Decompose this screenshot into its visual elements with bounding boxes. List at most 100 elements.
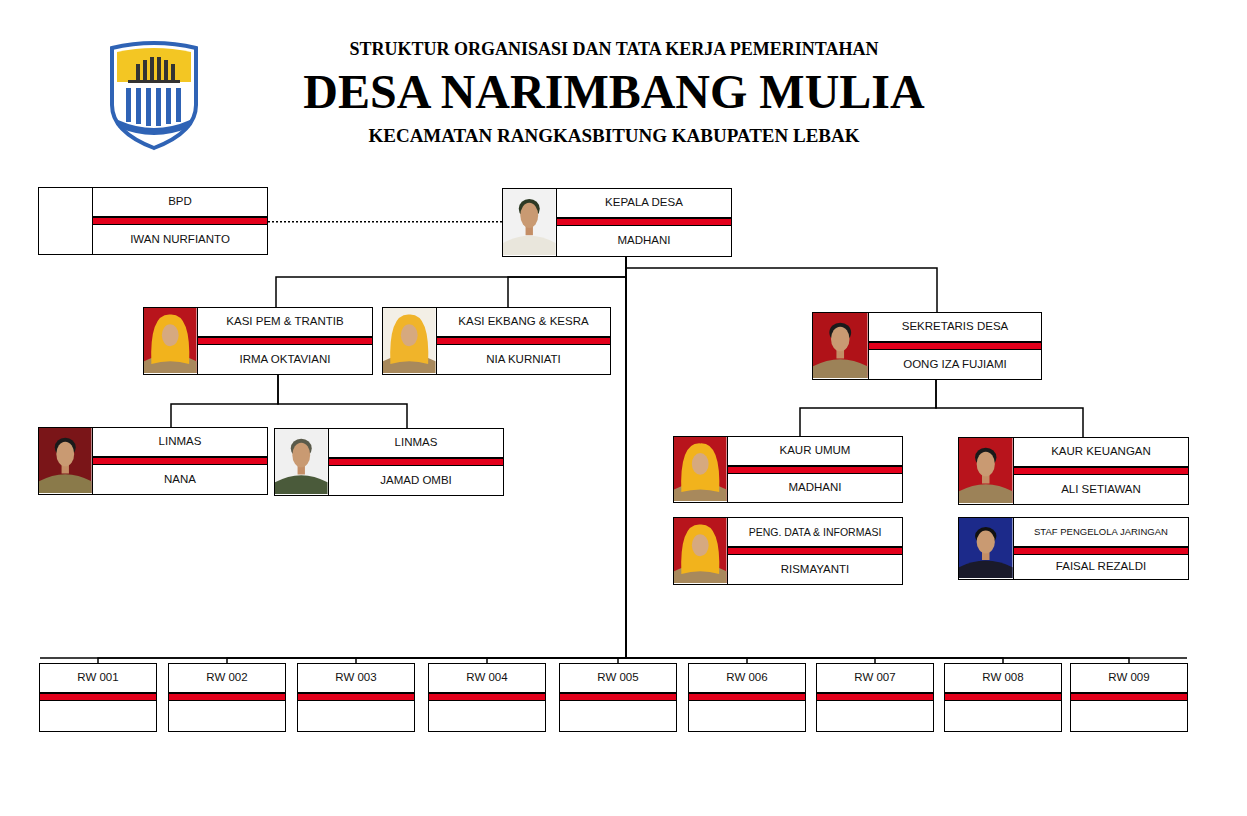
color-band [560, 692, 676, 701]
rw-box: RW 004 [428, 663, 546, 732]
position-box: KASI EKBANG & KESRA NIA KURNIATI [382, 307, 611, 375]
title-cell: BPD [93, 188, 267, 216]
person-name: NIA KURNIATI [486, 353, 561, 366]
photo-frame [275, 429, 329, 495]
position-title: PENG. DATA & INFORMASI [749, 526, 882, 538]
color-band [93, 216, 267, 225]
rw-box: RW 001 [39, 663, 157, 732]
text-column: KASI EKBANG & KESRA NIA KURNIATI [437, 308, 610, 374]
name-cell: RISMAYANTI [728, 555, 902, 584]
text-column: RW 006 [689, 664, 805, 731]
photo-frame [503, 189, 557, 256]
position-box: KAUR UMUM MADHANI [673, 436, 903, 503]
color-band [728, 465, 902, 474]
rw-box: RW 003 [297, 663, 415, 732]
color-band [429, 692, 545, 701]
rw-label: RW 006 [726, 671, 767, 684]
position-box: SEKRETARIS DESAOONG IZA FUJIAMI [812, 312, 1042, 380]
name-cell: ALI SETIAWAN [1014, 475, 1188, 504]
color-band [869, 341, 1041, 350]
title-cell: RW 003 [298, 664, 414, 692]
hierarchy-connector [278, 375, 407, 428]
person-photo [383, 308, 436, 373]
title-cell: RW 002 [169, 664, 285, 692]
name-cell [1071, 701, 1187, 731]
person-name: FAISAL REZALDI [1056, 560, 1146, 573]
person-photo [959, 438, 1013, 503]
person-name: RISMAYANTI [781, 563, 850, 576]
color-band [728, 546, 902, 555]
position-title: LINMAS [159, 435, 202, 448]
person-photo [813, 313, 868, 378]
name-cell: OONG IZA FUJIAMI [869, 350, 1041, 379]
hierarchy-connector [171, 375, 278, 427]
rw-box: RW 005 [559, 663, 677, 732]
position-title: BPD [168, 195, 192, 208]
rw-box: RW 009 [1070, 663, 1188, 732]
text-column: RW 005 [560, 664, 676, 731]
text-column: RW 009 [1071, 664, 1187, 731]
rw-label: RW 003 [335, 671, 376, 684]
name-cell [945, 701, 1061, 731]
text-column: KAUR KEUANGAN ALI SETIAWAN [1014, 438, 1188, 504]
person-photo [144, 308, 197, 373]
rw-box: RW 008 [944, 663, 1062, 732]
rw-label: RW 009 [1108, 671, 1149, 684]
photo-frame [674, 437, 728, 502]
name-cell: NIA KURNIATI [437, 345, 610, 374]
hierarchy-connector [276, 257, 626, 307]
rw-label: RW 005 [597, 671, 638, 684]
color-band [437, 336, 610, 345]
position-title: KAUR UMUM [780, 444, 851, 457]
position-box: KEPALA DESA MADHANI [502, 188, 732, 257]
color-band [557, 217, 731, 226]
color-band [169, 692, 285, 701]
rw-label: RW 004 [466, 671, 507, 684]
text-column: RW 008 [945, 664, 1061, 731]
name-cell [298, 701, 414, 731]
rw-label: RW 001 [77, 671, 118, 684]
text-column: KEPALA DESA MADHANI [557, 189, 731, 256]
position-box: LINMAS NANA [38, 427, 268, 495]
color-band [1014, 546, 1188, 555]
name-cell [169, 701, 285, 731]
position-box: PENG. DATA & INFORMASI RISMAYANTI [673, 517, 903, 585]
rw-box: RW 006 [688, 663, 806, 732]
hierarchy-connector [618, 257, 626, 663]
hierarchy-connector [626, 257, 937, 312]
rw-box: RW 007 [816, 663, 934, 732]
position-box: BPD IWAN NURFIANTO [38, 187, 268, 255]
name-cell: IWAN NURFIANTO [93, 225, 267, 254]
person-name: NANA [164, 473, 196, 486]
person-photo [674, 437, 727, 501]
text-column: RW 004 [429, 664, 545, 731]
title-cell: KASI EKBANG & KESRA [437, 308, 610, 336]
name-cell: NANA [93, 465, 267, 494]
text-column: SEKRETARIS DESAOONG IZA FUJIAMI [869, 313, 1041, 379]
person-photo [39, 428, 92, 493]
hierarchy-connector [936, 380, 1083, 437]
photo-frame [959, 438, 1014, 504]
village-logo [112, 43, 196, 148]
color-band [817, 692, 933, 701]
title-cell: KEPALA DESA [557, 189, 731, 217]
position-box: KASI PEM & TRANTIBIRMA OKTAVIANI [143, 307, 373, 375]
dotted-connector [268, 221, 502, 223]
position-box: STAF PENGELOLA JARINGANFAISAL REZALDI [958, 517, 1189, 580]
name-cell [817, 701, 933, 731]
heading-label: KECAMATAN RANGKASBITUNG KABUPATEN LEBAK [214, 125, 1014, 147]
name-cell [689, 701, 805, 731]
person-photo [674, 518, 727, 583]
color-band [945, 692, 1061, 701]
text-column: BPD IWAN NURFIANTO [93, 188, 267, 254]
person-name: IWAN NURFIANTO [130, 233, 230, 246]
title-cell: KAUR KEUANGAN [1014, 438, 1188, 466]
title-cell: RW 005 [560, 664, 676, 692]
position-title: KEPALA DESA [605, 196, 683, 209]
name-cell: MADHANI [728, 474, 902, 502]
name-cell: MADHANI [557, 226, 731, 256]
color-band [329, 457, 503, 466]
person-name: ALI SETIAWAN [1061, 483, 1141, 496]
person-name: IRMA OKTAVIANI [240, 353, 331, 366]
